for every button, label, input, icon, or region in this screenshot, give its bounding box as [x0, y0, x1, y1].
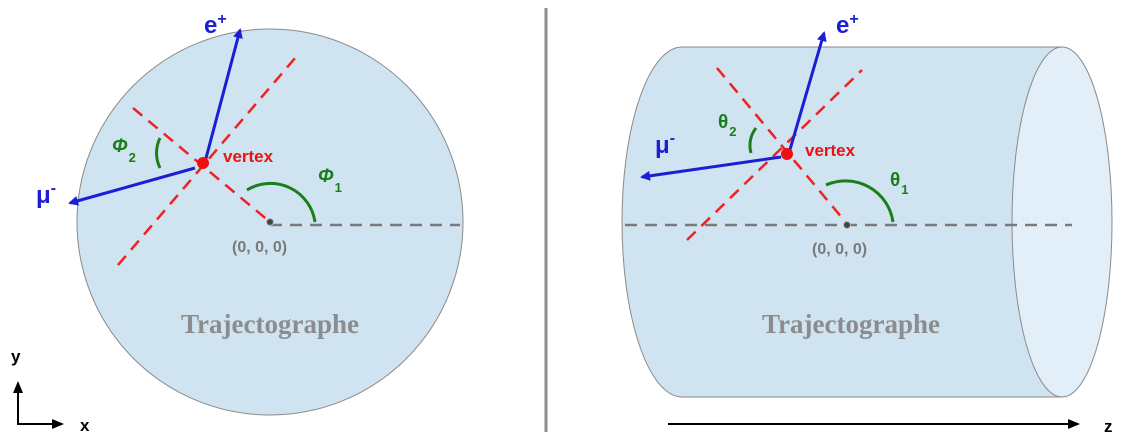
phi2-label: Φ2: [112, 136, 136, 165]
origin-dot: [843, 221, 851, 229]
axis-x-label: x: [80, 416, 90, 435]
detector-label: Trajectographe: [181, 309, 359, 339]
origin-label: (0, 0, 0): [232, 239, 287, 256]
positron-label: e+: [204, 11, 227, 39]
positron-track: [787, 31, 827, 154]
theta2-arc: [748, 127, 758, 154]
positron-label: e+: [836, 11, 859, 39]
theta1-label: θ1: [890, 170, 909, 197]
cylinder-body: [621, 46, 1063, 398]
phi1-label: Φ1: [318, 166, 342, 195]
muon-track: [68, 166, 196, 206]
vertex-label: vertex: [223, 147, 274, 166]
muon-label: μ-: [655, 130, 675, 159]
phi1-arc: [246, 181, 317, 223]
axis-z-label: z: [1104, 417, 1113, 436]
origin-dot: [266, 218, 274, 226]
dashed-line-a: [117, 56, 297, 266]
muon-label: μ-: [36, 180, 56, 209]
right-panel: e+ μ- vertex (0, 0, 0) θ1 θ2 Trajectogra…: [621, 11, 1113, 436]
phi2-arc: [155, 137, 162, 169]
vertex-label: vertex: [805, 141, 856, 160]
dashed-line-b: [716, 67, 849, 226]
detector-label: Trajectographe: [762, 309, 940, 339]
origin-label: (0, 0, 0): [812, 241, 867, 258]
theta1-arc: [825, 179, 895, 223]
positron-track: [203, 28, 243, 163]
cylinder-cap: [1011, 46, 1113, 398]
axis-y-label: y: [11, 347, 21, 366]
theta2-label: θ2: [718, 112, 737, 139]
left-panel: e+ μ- vertex (0, 0, 0) Φ1 Φ2 Trajectogra…: [11, 11, 464, 435]
dashed-line-a: [686, 69, 863, 241]
vertex-dot: [781, 148, 793, 160]
vertex-dot: [197, 157, 209, 169]
muon-track: [640, 155, 782, 181]
